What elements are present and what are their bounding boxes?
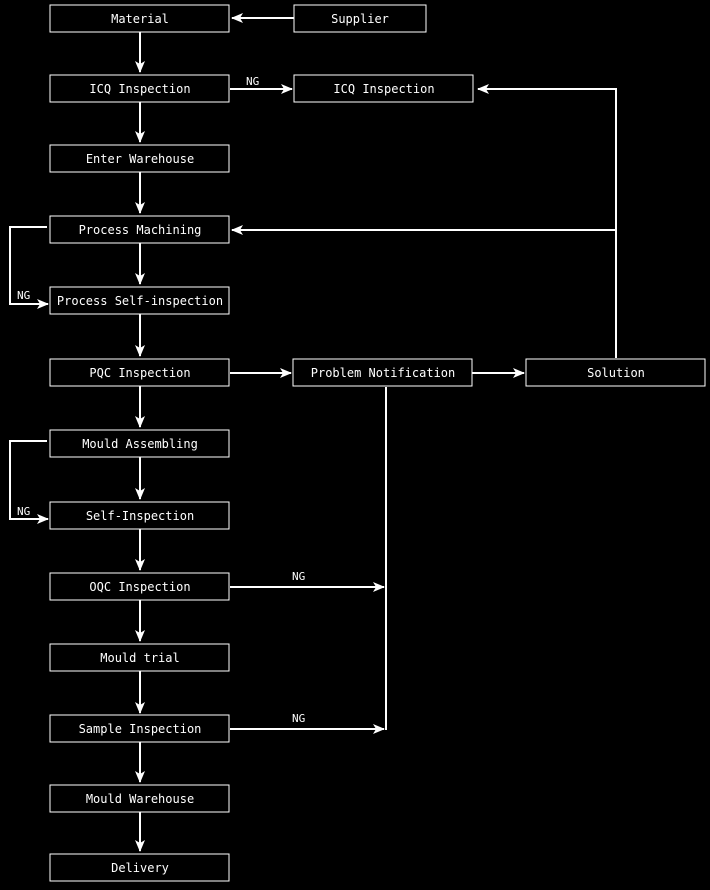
node-solution-label: Solution xyxy=(587,366,645,380)
node-oqc-inspection-label: OQC Inspection xyxy=(89,580,190,594)
ng-label-mould: NG xyxy=(17,505,30,518)
ng-label-process: NG xyxy=(17,289,30,302)
node-problem-notification: Problem Notification xyxy=(292,358,473,387)
node-delivery-label: Delivery xyxy=(111,861,169,875)
node-oqc-inspection: OQC Inspection xyxy=(49,572,230,601)
node-mould-trial-label: Mould trial xyxy=(100,651,179,665)
ng-label-sample: NG xyxy=(292,712,305,725)
ng-label-icq: NG xyxy=(246,75,259,88)
node-material-label: Material xyxy=(111,12,169,26)
ng-label-oqc: NG xyxy=(292,570,305,583)
node-enter-warehouse-label: Enter Warehouse xyxy=(86,152,194,166)
node-mould-trial: Mould trial xyxy=(49,643,230,672)
node-self-inspection: Self-Inspection xyxy=(49,501,230,530)
line-solution-up xyxy=(477,84,617,358)
node-process-machining: Process Machining xyxy=(49,215,230,244)
node-pqc-inspection: PQC Inspection xyxy=(49,358,230,387)
node-problem-notification-label: Problem Notification xyxy=(311,366,456,380)
node-supplier-label: Supplier xyxy=(331,12,389,26)
node-mould-warehouse: Mould Warehouse xyxy=(49,784,230,813)
node-sample-inspection-label: Sample Inspection xyxy=(79,722,202,736)
node-mould-assembling: Mould Assembling xyxy=(49,429,230,458)
node-icq-inspection: ICQ Inspection xyxy=(49,74,230,103)
node-delivery: Delivery xyxy=(49,853,230,882)
node-self-inspection-label: Self-Inspection xyxy=(86,509,194,523)
node-icq-inspection-label: ICQ Inspection xyxy=(89,82,190,96)
node-icq-inspection-ng-label: ICQ Inspection xyxy=(333,82,434,96)
node-sample-inspection: Sample Inspection xyxy=(49,714,230,743)
node-process-machining-label: Process Machining xyxy=(79,223,202,237)
node-icq-inspection-ng: ICQ Inspection xyxy=(293,74,474,103)
node-supplier: Supplier xyxy=(293,4,427,33)
node-solution: Solution xyxy=(525,358,706,387)
node-pqc-inspection-label: PQC Inspection xyxy=(89,366,190,380)
node-material: Material xyxy=(49,4,230,33)
node-process-self-inspection-label: Process Self-inspection xyxy=(57,294,223,308)
node-enter-warehouse: Enter Warehouse xyxy=(49,144,230,173)
node-mould-assembling-label: Mould Assembling xyxy=(82,437,198,451)
node-mould-warehouse-label: Mould Warehouse xyxy=(86,792,194,806)
node-process-self-inspection: Process Self-inspection xyxy=(49,286,230,315)
